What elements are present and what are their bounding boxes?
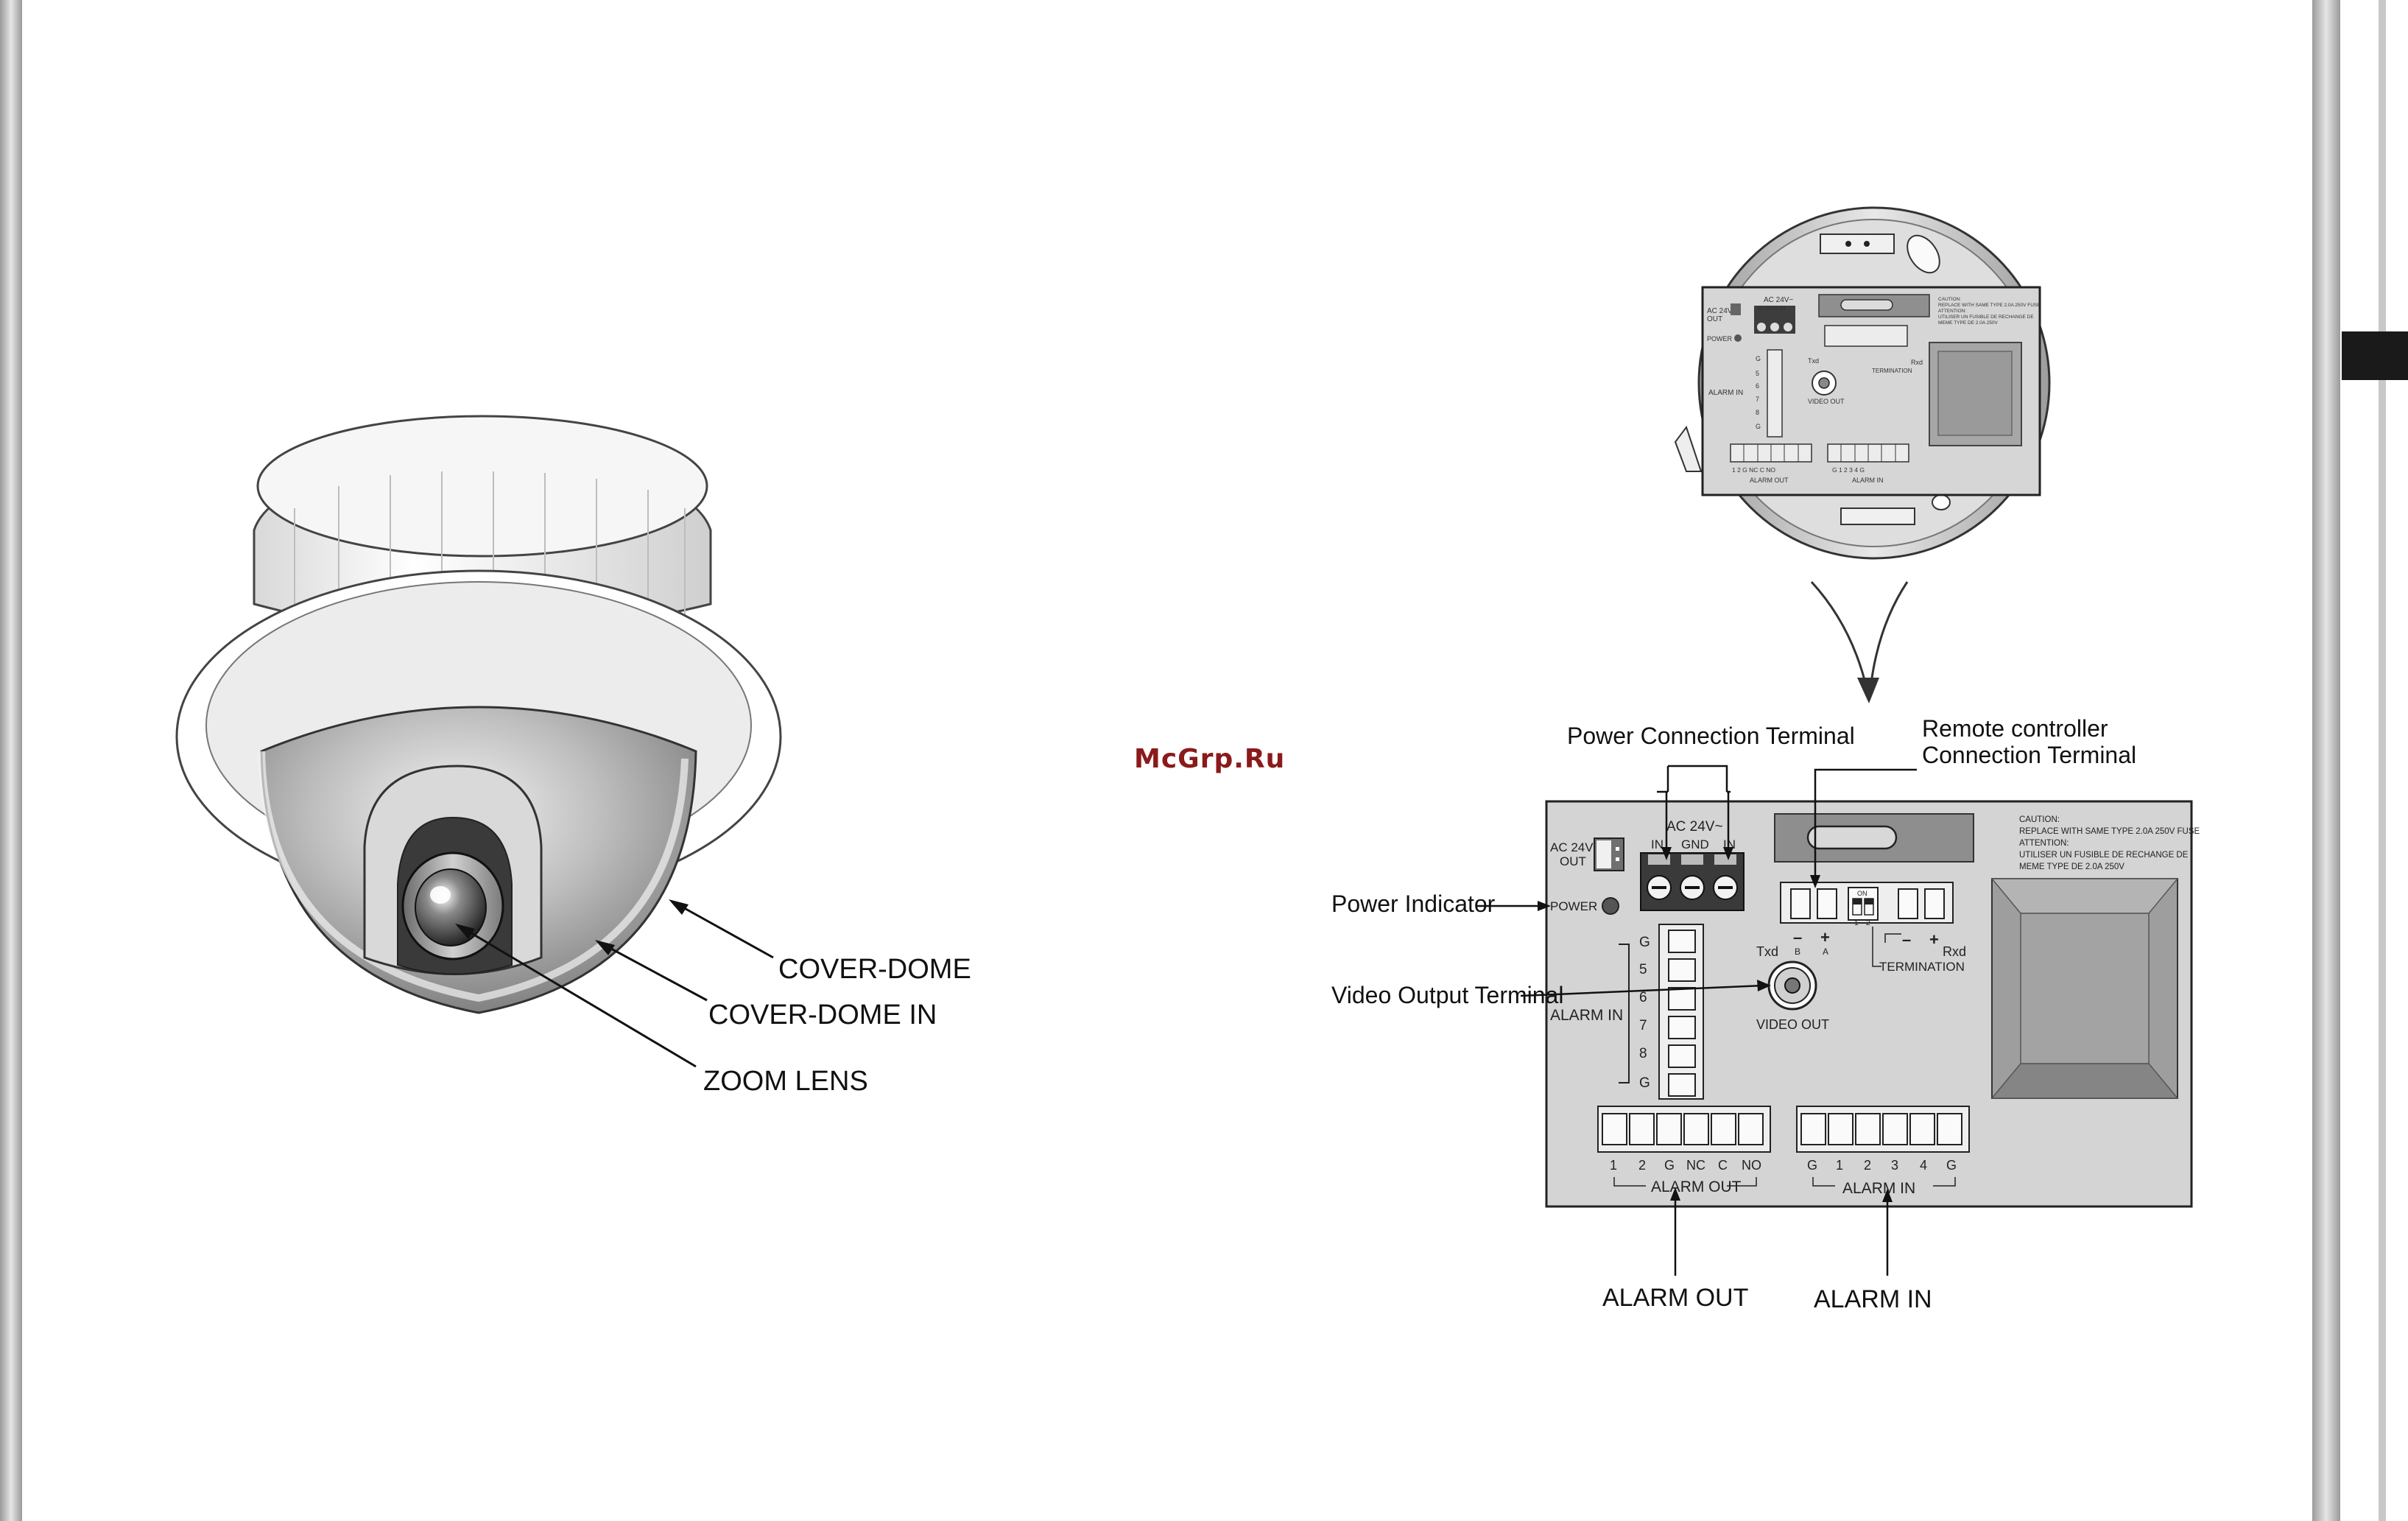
- callout-alarm-in: ALARM IN: [1814, 1285, 1932, 1313]
- svg-text:TERMINATION: TERMINATION: [1872, 368, 1912, 374]
- svg-text:UTILISER UN FUSIBLE DE RECHANG: UTILISER UN FUSIBLE DE RECHANGE DE: [2019, 851, 2189, 860]
- svg-text:6: 6: [1756, 382, 1759, 390]
- housing-top-view: AC 24V OUT AC 24V~ IN GND IN POWER ALARM…: [1674, 206, 2051, 560]
- alarm-out-pin-1: 1: [1610, 1158, 1617, 1173]
- ac-in-pin-2: GND: [1681, 837, 1709, 851]
- svg-text:ATTENTION:: ATTENTION:: [2019, 839, 2069, 848]
- zoom-arrow: [1810, 580, 1909, 689]
- alarm-in-side-pin-6: G: [1639, 1075, 1650, 1091]
- alarm-in-side-label: ALARM IN: [1550, 1007, 1623, 1024]
- alarm-in-side-pin-5: 8: [1639, 1046, 1647, 1061]
- alarm-out-pin-2: 2: [1638, 1158, 1646, 1173]
- svg-text:OUT: OUT: [1707, 315, 1722, 323]
- alarm-in-side-connector: [1658, 924, 1704, 1100]
- zoom-arrow-head: [1857, 678, 1879, 703]
- alarm-out-pin-3: G: [1664, 1158, 1675, 1173]
- power-led-label: POWER: [1550, 899, 1597, 913]
- video-out-label: VIDEO OUT: [1756, 1017, 1829, 1032]
- callout-power-connection: Power Connection Terminal: [1567, 723, 1855, 749]
- alarm-in-pin-2: 1: [1836, 1158, 1843, 1173]
- svg-text:VIDEO OUT: VIDEO OUT: [1808, 398, 1845, 405]
- txd-minus: –: [1793, 928, 1802, 946]
- svg-text:G: G: [1756, 355, 1761, 362]
- rxd-label: Rxd: [1943, 944, 1966, 959]
- alarm-in-pin-3: 2: [1864, 1158, 1871, 1173]
- callout-remote-line1: Remote controller: [1922, 715, 2108, 742]
- svg-text:Txd: Txd: [1808, 357, 1819, 365]
- caution-text: CAUTION: REPLACE WITH SAME TYPE 2.0A 250…: [2019, 815, 2200, 871]
- svg-text:REPLACE WITH SAME TYPE 2.0A 25: REPLACE WITH SAME TYPE 2.0A 250V FUSE: [2019, 827, 2200, 836]
- txd-a: A: [1823, 946, 1828, 957]
- ac-out-label: AC 24V: [1550, 840, 1594, 854]
- svg-text:Rxd: Rxd: [1911, 359, 1923, 366]
- alarm-in-label: ALARM IN: [1842, 1180, 1915, 1197]
- left-page-border: [0, 0, 22, 1521]
- dip-on-label: ON: [1857, 890, 1867, 897]
- callout-remote-line2: Connection Terminal: [1922, 742, 2136, 768]
- svg-text:CAUTION:: CAUTION:: [2019, 815, 2060, 824]
- alarm-in-pin-4: 3: [1891, 1158, 1898, 1173]
- svg-text:POWER: POWER: [1707, 335, 1733, 343]
- alarm-in-pin-5: 4: [1920, 1158, 1927, 1173]
- right-page-border: [2312, 0, 2340, 1521]
- svg-text:1 2 G NC C NO: 1 2 G NC C NO: [1732, 466, 1775, 474]
- svg-text:IN GND IN: IN GND IN: [1757, 305, 1785, 312]
- svg-text:UTILISER UN FUSIBLE DE RECHANG: UTILISER UN FUSIBLE DE RECHANGE DE: [1938, 315, 2034, 320]
- alarm-in-side-pin-1: G: [1639, 935, 1650, 950]
- callout-remote-line: [1814, 768, 1917, 882]
- callout-alarm-out: ALARM OUT: [1602, 1284, 1748, 1312]
- svg-text:MEME TYPE DE 2.0A 250V: MEME TYPE DE 2.0A 250V: [1938, 320, 1998, 326]
- svg-text:ALARM OUT: ALARM OUT: [1750, 477, 1789, 484]
- ac-out-label-2: OUT: [1560, 854, 1586, 868]
- power-led: [1602, 897, 1619, 915]
- svg-text:ALARM IN: ALARM IN: [1708, 389, 1743, 397]
- svg-text:5: 5: [1756, 370, 1759, 377]
- dome-camera-illustration: [175, 415, 782, 1014]
- svg-text:REPLACE WITH SAME TYPE 2.0A 25: REPLACE WITH SAME TYPE 2.0A 250V FUSE: [1938, 303, 2041, 308]
- ac-in-pin-1: IN: [1651, 837, 1664, 851]
- svg-text:MEME TYPE DE 2.0A 250V: MEME TYPE DE 2.0A 250V: [2019, 863, 2124, 871]
- svg-text:G: G: [1756, 423, 1761, 430]
- alarm-in-side-pin-3: 6: [1639, 990, 1647, 1005]
- alarm-out-pin-6: NO: [1742, 1158, 1761, 1173]
- alarm-out-pin-4: NC: [1686, 1158, 1705, 1173]
- alarm-out-label: ALARM OUT: [1651, 1178, 1742, 1195]
- section-tab: [2342, 331, 2408, 380]
- terminal-board: CAUTION: REPLACE WITH SAME TYPE 2.0A 250…: [1545, 800, 2200, 1208]
- svg-text:G 1 2 3 4 G: G 1 2 3 4 G: [1832, 466, 1865, 474]
- svg-text:7: 7: [1756, 396, 1759, 403]
- rxd-minus: –: [1902, 930, 1911, 949]
- txd-b: B: [1795, 946, 1800, 957]
- svg-text:CAUTION:: CAUTION:: [1938, 297, 1961, 302]
- svg-text:ALARM IN: ALARM IN: [1852, 477, 1884, 484]
- watermark: McGrp.Ru: [1134, 744, 1286, 774]
- svg-text:ATTENTION:: ATTENTION:: [1938, 309, 1966, 314]
- right-page-border-2: [2379, 0, 2386, 1521]
- termination-label: TERMINATION: [1879, 960, 1965, 974]
- alarm-in-pin-6: G: [1946, 1158, 1957, 1173]
- svg-text:AC 24V: AC 24V: [1707, 307, 1733, 315]
- label-cover-dome-in: COVER-DOME IN: [708, 1000, 937, 1030]
- label-zoom-lens: ZOOM LENS: [703, 1066, 868, 1097]
- svg-text:8: 8: [1756, 409, 1759, 416]
- dip-1-label: 1: [1854, 919, 1859, 927]
- svg-text:AC 24V~: AC 24V~: [1764, 296, 1793, 304]
- rxd-plus: +: [1929, 930, 1939, 949]
- ac-in-title: AC 24V~: [1666, 819, 1723, 835]
- callout-power-indicator: Power Indicator: [1331, 891, 1496, 917]
- txd-plus: +: [1820, 928, 1830, 946]
- fuse: [1806, 825, 1898, 850]
- alarm-in-pin-1: G: [1807, 1158, 1817, 1173]
- label-cover-dome: COVER-DOME: [778, 954, 971, 985]
- txd-label: Txd: [1756, 944, 1778, 959]
- alarm-in-side-pin-2: 5: [1639, 962, 1647, 977]
- alarm-out-pin-5: C: [1718, 1158, 1728, 1173]
- alarm-in-side-pin-4: 7: [1639, 1018, 1647, 1033]
- callout-power-connection-bracket: [1657, 765, 1731, 793]
- dip-2-label: 2: [1866, 919, 1870, 927]
- dome-callout-lines: [460, 901, 774, 1068]
